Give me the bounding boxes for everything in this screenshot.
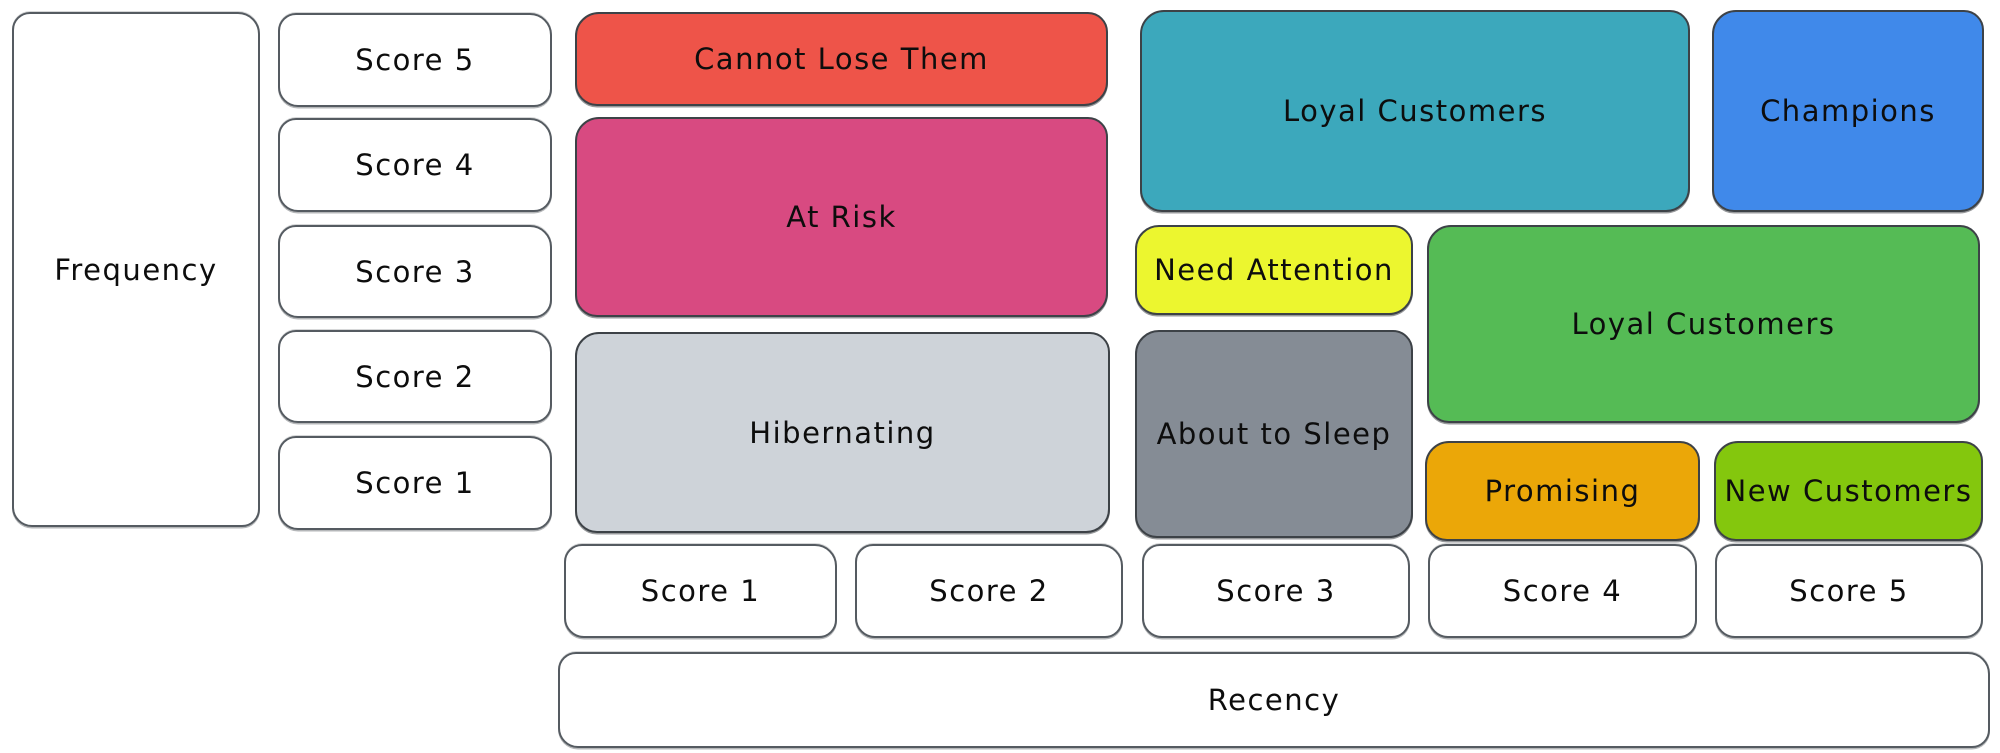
recency-score-2-label: Score 2 [929,574,1049,608]
segment-loyal-customers-green: Loyal Customers [1427,225,1980,423]
recency-score-4-box: Score 4 [1428,544,1697,638]
segment-need-attention-label: Need Attention [1154,253,1394,287]
frequency-score-5-label: Score 5 [355,43,475,77]
frequency-axis-label: Frequency [54,252,218,287]
recency-score-5-box: Score 5 [1715,544,1983,638]
segment-new-customers: New Customers [1714,441,1983,541]
recency-score-5-label: Score 5 [1789,574,1909,608]
segment-hibernating: Hibernating [575,332,1110,533]
recency-axis-bar: Recency [558,652,1990,748]
frequency-score-2-label: Score 2 [355,359,475,394]
frequency-axis-bar: Frequency [12,12,260,527]
segment-cannot-lose-them-label: Cannot Lose Them [694,42,989,76]
frequency-score-3-box: Score 3 [278,225,552,318]
segment-promising: Promising [1425,441,1700,541]
recency-score-3-box: Score 3 [1142,544,1410,638]
segment-loyal-customers-teal: Loyal Customers [1140,10,1690,212]
segment-loyal-customers-green-label: Loyal Customers [1571,307,1836,341]
segment-cannot-lose-them: Cannot Lose Them [575,12,1108,106]
segment-about-to-sleep: About to Sleep [1135,330,1413,538]
frequency-score-4-label: Score 4 [355,148,475,182]
frequency-score-5-box: Score 5 [278,13,552,107]
segment-at-risk-label: At Risk [786,200,897,234]
recency-score-4-label: Score 4 [1502,574,1623,608]
segment-about-to-sleep-label: About to Sleep [1156,417,1392,451]
segment-new-customers-label: New Customers [1724,474,1973,508]
segment-hibernating-label: Hibernating [749,415,936,450]
frequency-score-1-box: Score 1 [278,436,552,530]
recency-score-2-box: Score 2 [855,544,1123,638]
frequency-score-4-box: Score 4 [278,118,552,212]
frequency-score-3-label: Score 3 [355,254,475,289]
segment-champions: Champions [1712,10,1984,212]
segment-loyal-customers-teal-label: Loyal Customers [1282,94,1548,128]
segment-need-attention: Need Attention [1135,225,1413,315]
segment-champions-label: Champions [1760,94,1936,128]
frequency-score-1-label: Score 1 [355,466,475,500]
segment-promising-label: Promising [1484,474,1641,508]
recency-score-1-label: Score 1 [640,574,761,608]
recency-axis-label: Recency [1207,683,1341,717]
recency-score-1-box: Score 1 [564,544,837,638]
segment-at-risk: At Risk [575,117,1108,317]
recency-score-3-label: Score 3 [1216,574,1336,608]
frequency-score-2-box: Score 2 [278,330,552,423]
